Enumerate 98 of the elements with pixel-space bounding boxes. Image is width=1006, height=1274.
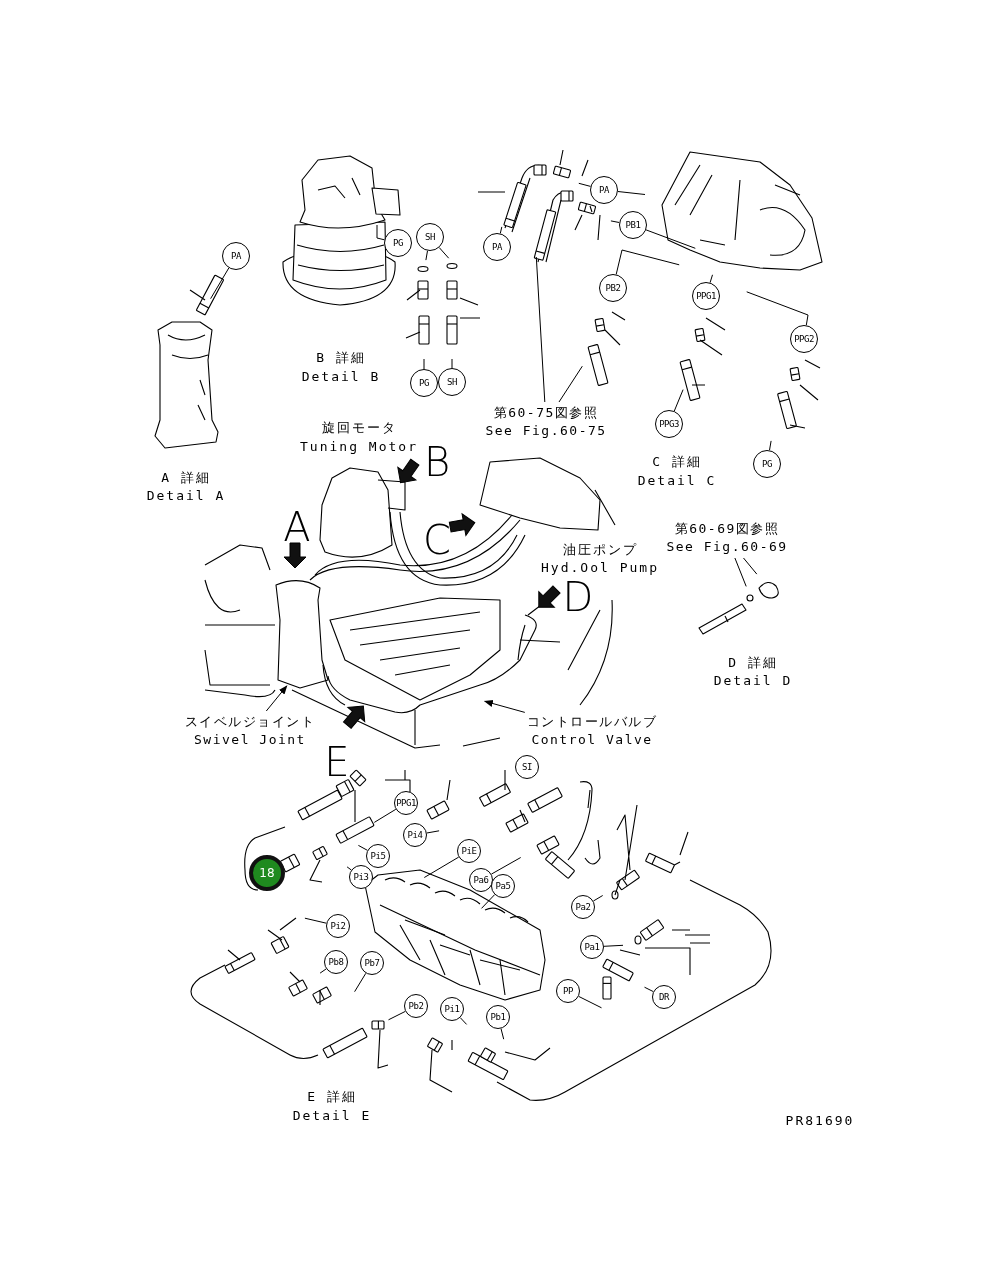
leader-line <box>388 1010 406 1021</box>
callout-label: Pi1 <box>440 997 464 1021</box>
leader-line <box>426 830 440 834</box>
caption-text: A 詳細 <box>161 469 211 487</box>
callout-label: PPG2 <box>790 325 818 353</box>
caption-text: Detail C <box>637 472 717 488</box>
leader-line <box>319 968 327 974</box>
leader-arrow <box>483 700 526 713</box>
callout-label: PPG1 <box>394 791 418 815</box>
leader-line <box>746 291 809 326</box>
leader-line <box>373 808 397 823</box>
leader-line <box>459 1017 468 1025</box>
view-letter: B <box>423 439 451 485</box>
callout-label: Pa6 <box>469 868 493 892</box>
callout-label: PG <box>384 229 412 257</box>
callout-label: PPG1 <box>692 282 720 310</box>
caption-text: 旋回モータ <box>321 419 397 437</box>
leader-line <box>481 894 496 909</box>
callout-label: Pi5 <box>366 844 390 868</box>
caption-text: Detail E <box>292 1107 372 1123</box>
reference-note: 第60-69図参照 <box>673 520 781 538</box>
leader-line <box>578 182 591 187</box>
callout-label: Pi2 <box>326 914 350 938</box>
leader-line <box>423 358 425 370</box>
callout-label: PB1 <box>619 211 647 239</box>
caption-text: 油圧ポンプ <box>562 541 638 559</box>
callout-label: PG <box>410 369 438 397</box>
caption-text: Detail D <box>713 672 793 688</box>
view-letter: C <box>423 517 451 563</box>
callout-label: PG <box>753 450 781 478</box>
leader-line <box>535 256 546 403</box>
callout-label: Pb7 <box>360 951 384 975</box>
callout-label: PPG3 <box>655 410 683 438</box>
leader-line <box>451 358 453 369</box>
reference-note: Control Valve <box>530 731 654 749</box>
leader-line <box>615 249 680 275</box>
leader-line <box>357 844 368 851</box>
leader-line <box>592 895 604 902</box>
caption-text: B 詳細 <box>316 349 366 367</box>
leader-line <box>578 995 602 1009</box>
leader-line <box>645 229 696 249</box>
reference-note: スイベルジョイント <box>184 713 316 731</box>
caption-text: Detail B <box>301 368 381 384</box>
callout-label: SI <box>515 755 539 779</box>
caption-text: Tuning Motor <box>300 438 418 454</box>
callout-label: PA <box>483 233 511 261</box>
view-letter: D <box>562 574 594 620</box>
leader-line <box>673 389 684 412</box>
callout-label: Pb1 <box>486 1005 510 1029</box>
callout-label: SH <box>416 223 444 251</box>
leader-line <box>603 944 624 947</box>
callout-label: PB2 <box>599 274 627 302</box>
leader-line <box>610 220 620 223</box>
callout-label: PP <box>556 979 580 1003</box>
leader-line <box>499 226 503 234</box>
reference-note: See Fig.60-75 <box>485 422 607 440</box>
reference-note: Swivel Joint <box>193 731 307 749</box>
caption-text: Hyd.Ool Pump <box>541 559 659 575</box>
view-letter: E <box>324 739 350 785</box>
leader-line <box>558 365 583 403</box>
view-letter: A <box>283 504 311 550</box>
leader-line <box>769 440 772 451</box>
leader-line <box>644 986 654 993</box>
leader-line <box>376 224 385 241</box>
callout-label: SH <box>438 368 466 396</box>
leader-line <box>304 917 327 924</box>
reference-note: 第60-75図参照 <box>492 404 600 422</box>
callout-label: Pa1 <box>580 935 604 959</box>
callout-label: PiE <box>457 839 481 863</box>
leader-line <box>346 866 352 871</box>
leader-line <box>423 856 460 878</box>
callout-label: DR <box>652 985 676 1009</box>
reference-note: コントロールバルブ <box>526 713 658 731</box>
callout-label: Pb8 <box>324 950 348 974</box>
leader-line <box>354 972 367 993</box>
callout-number: 18 <box>249 855 285 891</box>
callout-label: PA <box>590 176 618 204</box>
leader-line <box>709 274 713 284</box>
caption-text: D 詳細 <box>728 654 778 672</box>
callout-label: Pi3 <box>349 865 373 889</box>
caption-text: PR81690 <box>785 1112 855 1128</box>
reference-note: See Fig.60-69 <box>666 538 788 556</box>
callout-label: Pa2 <box>571 895 595 919</box>
leader-line <box>500 1028 505 1040</box>
leader-line <box>425 250 428 261</box>
caption-text: E 詳細 <box>307 1088 357 1106</box>
caption-text: C 詳細 <box>652 453 702 471</box>
caption-text: Detail A <box>146 487 226 503</box>
leader-line <box>438 247 450 259</box>
leader-line <box>490 857 522 875</box>
callout-label: Pb2 <box>404 994 428 1018</box>
leader-line <box>743 557 758 575</box>
leader-arrow <box>265 685 288 712</box>
callout-label: Pa5 <box>491 874 515 898</box>
callout-label: PA <box>222 242 250 270</box>
leader-line <box>734 557 747 587</box>
callout-label: Pi4 <box>403 823 427 847</box>
leader-line <box>617 191 646 195</box>
